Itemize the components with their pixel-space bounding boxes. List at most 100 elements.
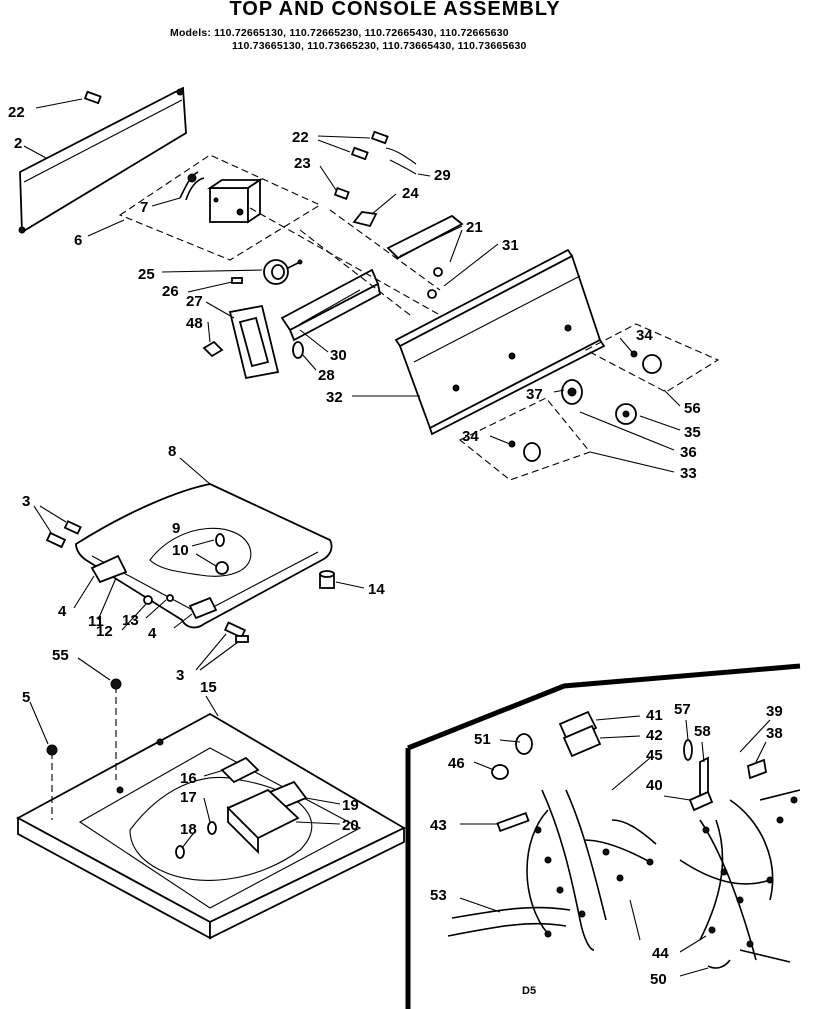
callout-3b: 3 <box>176 667 184 684</box>
bezel-27 <box>228 304 280 380</box>
bumper-14 <box>319 570 335 589</box>
callout-44: 44 <box>652 945 669 962</box>
callout-4b: 4 <box>148 625 157 642</box>
callout-20: 20 <box>342 817 359 834</box>
callout-51: 51 <box>474 731 491 748</box>
callout-17: 17 <box>180 789 197 806</box>
top-15 <box>16 712 406 940</box>
callout-58: 58 <box>694 723 711 740</box>
screws-22b-23 <box>333 130 417 200</box>
callout-21: 21 <box>466 219 483 236</box>
clip-31a <box>433 267 443 277</box>
callout-42: 42 <box>646 727 663 744</box>
screw-18 <box>175 845 185 859</box>
callout-18: 18 <box>180 821 197 838</box>
callout-32: 32 <box>326 389 343 406</box>
timer-wires <box>179 171 205 201</box>
callout-33: 33 <box>680 465 697 482</box>
clip-48 <box>202 340 224 358</box>
callout-16: 16 <box>180 770 197 787</box>
callout-8: 8 <box>168 443 176 460</box>
timer-motor <box>207 178 263 224</box>
plug-55 <box>110 678 122 690</box>
callout-55: 55 <box>52 647 69 664</box>
screw-17 <box>207 821 217 835</box>
console-panel-32 <box>394 248 606 436</box>
dash-link-1 <box>249 207 471 333</box>
callout-34a: 34 <box>636 327 653 344</box>
callout-27: 27 <box>186 293 203 310</box>
callout-19: 19 <box>342 797 359 814</box>
callout-labels: 22 2 6 7 22 23 24 29 21 31 25 26 27 48 3… <box>8 104 783 997</box>
callout-43: 43 <box>430 817 447 834</box>
dash-link-3 <box>329 209 441 291</box>
plug-5 <box>46 744 58 756</box>
callout-25: 25 <box>138 266 155 283</box>
clip-31b <box>427 289 437 299</box>
console-rail-21 <box>386 214 464 260</box>
switch-housing-20 <box>226 788 300 855</box>
callout-39: 39 <box>766 703 783 720</box>
callout-26: 26 <box>162 283 179 300</box>
knob-25 <box>263 259 303 285</box>
knob-35 <box>615 403 637 425</box>
switch-37 <box>561 379 583 405</box>
dispenser-16 <box>220 756 260 784</box>
timer-box-outline <box>118 154 322 261</box>
diagram-code: D5 <box>522 985 536 997</box>
callout-2: 2 <box>14 135 22 152</box>
harness-inset-border <box>405 663 801 1009</box>
callout-6: 6 <box>74 232 82 249</box>
callout-30: 30 <box>330 347 347 364</box>
knob-34b <box>508 440 541 462</box>
callout-56: 56 <box>684 400 701 417</box>
callout-14: 14 <box>368 581 385 598</box>
callout-24: 24 <box>402 185 419 202</box>
callout-11: 11 <box>88 613 104 630</box>
rear-panel <box>18 86 187 234</box>
part-28 <box>292 341 304 359</box>
callout-29: 29 <box>434 167 451 184</box>
callout-4a: 4 <box>58 603 67 620</box>
page-title: TOP AND CONSOLE ASSEMBLY <box>229 0 561 20</box>
screw-22a <box>83 90 102 105</box>
callout-12: 12 <box>96 623 113 640</box>
bracket-24 <box>352 211 378 228</box>
callout-13: 13 <box>122 612 139 629</box>
callout-41: 41 <box>646 707 663 724</box>
dash-link-2 <box>299 229 411 316</box>
callout-40: 40 <box>646 777 663 794</box>
callout-37: 37 <box>526 386 543 403</box>
wire-harness <box>447 789 801 969</box>
callout-23: 23 <box>294 155 311 172</box>
models-line-2: 110.73665130, 110.73665230, 110.73665430… <box>232 40 527 52</box>
callout-48: 48 <box>186 315 203 332</box>
callout-22b: 22 <box>292 129 309 146</box>
callout-28: 28 <box>318 367 335 384</box>
screw-26 <box>231 277 243 284</box>
callout-7: 7 <box>140 199 148 216</box>
callout-57: 57 <box>674 701 691 718</box>
callout-53: 53 <box>430 887 447 904</box>
knob-34a <box>630 350 662 374</box>
callout-31: 31 <box>502 237 519 254</box>
callout-22a: 22 <box>8 104 25 121</box>
callout-9: 9 <box>172 520 180 537</box>
callout-10: 10 <box>172 542 189 559</box>
console-bracket-30 <box>280 268 382 342</box>
models-line-1: Models: 110.72665130, 110.72665230, 110.… <box>170 27 509 39</box>
callout-35: 35 <box>684 424 701 441</box>
hinge-parts <box>45 520 249 643</box>
callout-15: 15 <box>200 679 217 696</box>
callout-5: 5 <box>22 689 30 706</box>
callout-34b: 34 <box>462 428 479 445</box>
callout-45: 45 <box>646 747 663 764</box>
callout-46: 46 <box>448 755 465 772</box>
leader-lines <box>23 98 771 977</box>
callout-3a: 3 <box>22 493 30 510</box>
callout-36: 36 <box>680 444 697 461</box>
callout-38: 38 <box>766 725 783 742</box>
harness-parts <box>491 710 768 833</box>
